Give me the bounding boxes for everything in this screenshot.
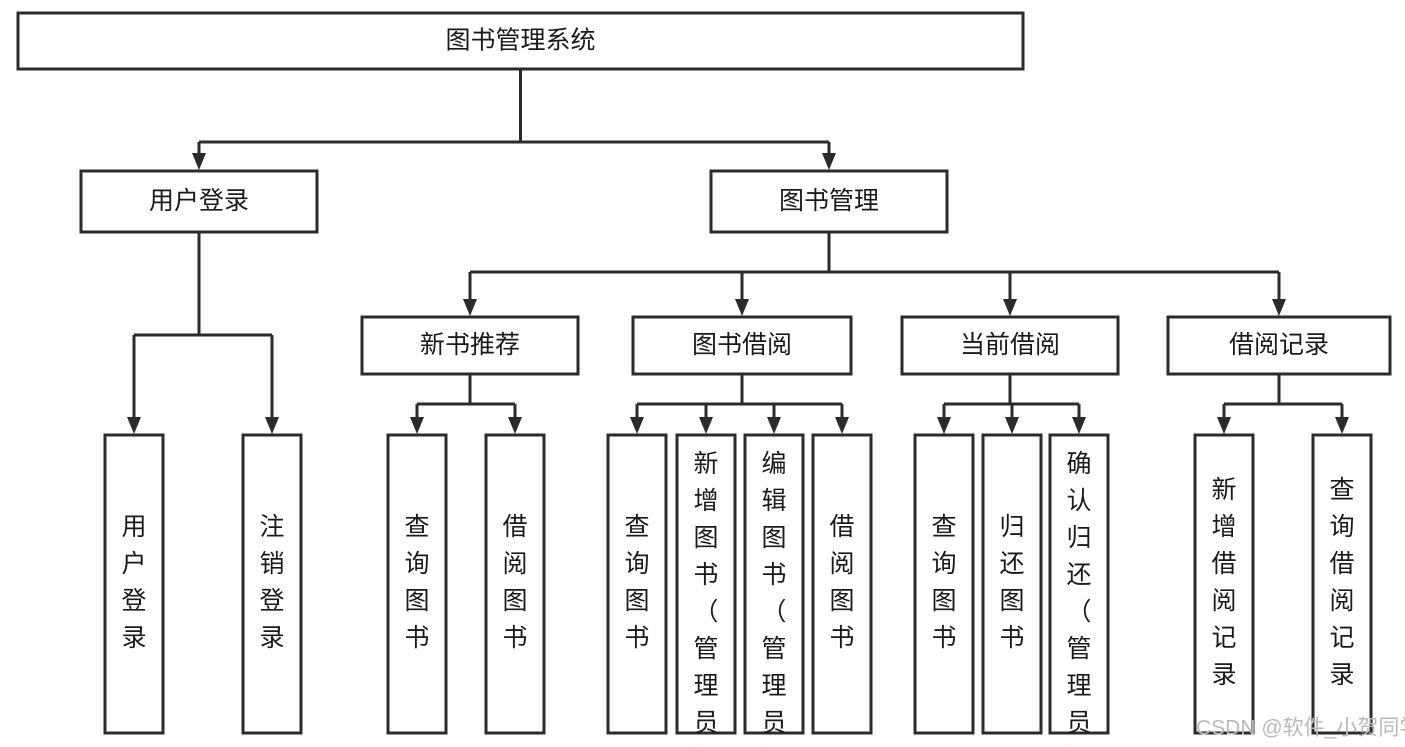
node-leaf-edit-book[interactable]: 编辑图书（管理员） [743, 433, 805, 747]
edge-borrow-to-leaves [630, 374, 849, 434]
node-label-root: 图书管理系统 [445, 27, 595, 55]
node-leaf-borrow-book[interactable]: 借阅图书 [811, 433, 873, 735]
node-book-manage[interactable]: 图书管理 [709, 169, 949, 234]
node-box-leaf-user-login[interactable] [103, 433, 165, 735]
watermark-label: CSDN @软件_小贺同学 [1196, 717, 1405, 740]
node-label-leaf-add-record: 新增借阅记录 [1211, 476, 1236, 689]
node-layer: 图书管理系统用户登录图书管理新书推荐图书借阅当前借阅借阅记录用户登录注销登录查询… [16, 11, 1392, 747]
node-box-new-book-recommend[interactable] [360, 315, 580, 376]
node-leaf-user-login[interactable]: 用户登录 [103, 433, 165, 735]
node-leaf-query-book-rec[interactable]: 查询图书 [386, 433, 448, 735]
node-box-leaf-query-book-cur[interactable] [913, 433, 975, 735]
node-leaf-add-record[interactable]: 新增借阅记录 [1193, 433, 1255, 735]
node-label-borrow-record: 借阅记录 [1229, 331, 1329, 359]
node-box-leaf-logout[interactable] [241, 433, 303, 735]
connector-layer [127, 69, 1349, 434]
node-label-leaf-return-book: 归还图书 [999, 513, 1024, 652]
node-box-book-borrow[interactable] [631, 315, 853, 376]
node-box-user-login[interactable] [79, 169, 319, 234]
node-label-leaf-confirm-return: 确认归还（管理员） [1066, 450, 1091, 747]
node-book-borrow[interactable]: 图书借阅 [631, 315, 853, 376]
node-box-leaf-add-book[interactable] [675, 433, 737, 735]
node-user-login[interactable]: 用户登录 [79, 169, 319, 234]
node-label-leaf-edit-book: 编辑图书（管理员） [761, 450, 786, 747]
node-leaf-query-book-cur[interactable]: 查询图书 [913, 433, 975, 735]
edge-userlogin-to-leaves [127, 232, 279, 434]
node-label-leaf-query-book-borrow: 查询图书 [624, 513, 649, 652]
node-box-leaf-return-book[interactable] [981, 433, 1043, 735]
edge-bookmanage-to-level3 [463, 232, 1286, 316]
edge-record-to-leaves [1217, 374, 1349, 434]
node-label-leaf-borrow-book-rec: 借阅图书 [502, 513, 527, 652]
node-label-new-book-recommend: 新书推荐 [420, 331, 520, 359]
node-leaf-query-record[interactable]: 查询借阅记录 [1311, 433, 1373, 735]
node-current-borrow[interactable]: 当前借阅 [900, 315, 1120, 376]
node-box-leaf-confirm-return[interactable] [1048, 433, 1110, 735]
node-box-leaf-query-book-borrow[interactable] [606, 433, 668, 735]
edge-current-to-leaves [937, 374, 1086, 434]
node-leaf-return-book[interactable]: 归还图书 [981, 433, 1043, 735]
node-box-leaf-borrow-book[interactable] [811, 433, 873, 735]
node-box-leaf-edit-book[interactable] [743, 433, 805, 735]
node-box-leaf-query-book-rec[interactable] [386, 433, 448, 735]
node-label-book-borrow: 图书借阅 [692, 331, 792, 359]
node-box-leaf-add-record[interactable] [1193, 433, 1255, 735]
node-leaf-add-book[interactable]: 新增图书（管理员） [675, 433, 737, 747]
node-label-leaf-user-login: 用户登录 [121, 513, 146, 652]
node-label-current-borrow: 当前借阅 [960, 331, 1060, 359]
node-borrow-record[interactable]: 借阅记录 [1166, 315, 1392, 376]
node-new-book-recommend[interactable]: 新书推荐 [360, 315, 580, 376]
node-box-root[interactable] [16, 11, 1025, 71]
node-box-borrow-record[interactable] [1166, 315, 1392, 376]
edge-recommend-to-leaves [410, 374, 522, 434]
node-label-leaf-add-book: 新增图书（管理员） [693, 450, 718, 747]
node-leaf-confirm-return[interactable]: 确认归还（管理员） [1048, 433, 1110, 747]
node-label-leaf-query-book-cur: 查询图书 [931, 513, 956, 652]
node-root[interactable]: 图书管理系统 [16, 11, 1025, 71]
node-label-book-manage: 图书管理 [779, 187, 879, 215]
node-box-current-borrow[interactable] [900, 315, 1120, 376]
node-label-leaf-query-record: 查询借阅记录 [1329, 476, 1354, 689]
edge-root-to-level2 [192, 69, 836, 170]
node-label-user-login: 用户登录 [149, 187, 249, 215]
node-leaf-logout[interactable]: 注销登录 [241, 433, 303, 735]
node-label-leaf-borrow-book: 借阅图书 [829, 513, 854, 652]
node-box-leaf-borrow-book-rec[interactable] [484, 433, 546, 735]
node-label-leaf-query-book-rec: 查询图书 [404, 513, 429, 652]
node-leaf-query-book-borrow[interactable]: 查询图书 [606, 433, 668, 735]
node-box-leaf-query-record[interactable] [1311, 433, 1373, 735]
node-box-book-manage[interactable] [709, 169, 949, 234]
node-leaf-borrow-book-rec[interactable]: 借阅图书 [484, 433, 546, 735]
node-label-leaf-logout: 注销登录 [259, 513, 284, 652]
